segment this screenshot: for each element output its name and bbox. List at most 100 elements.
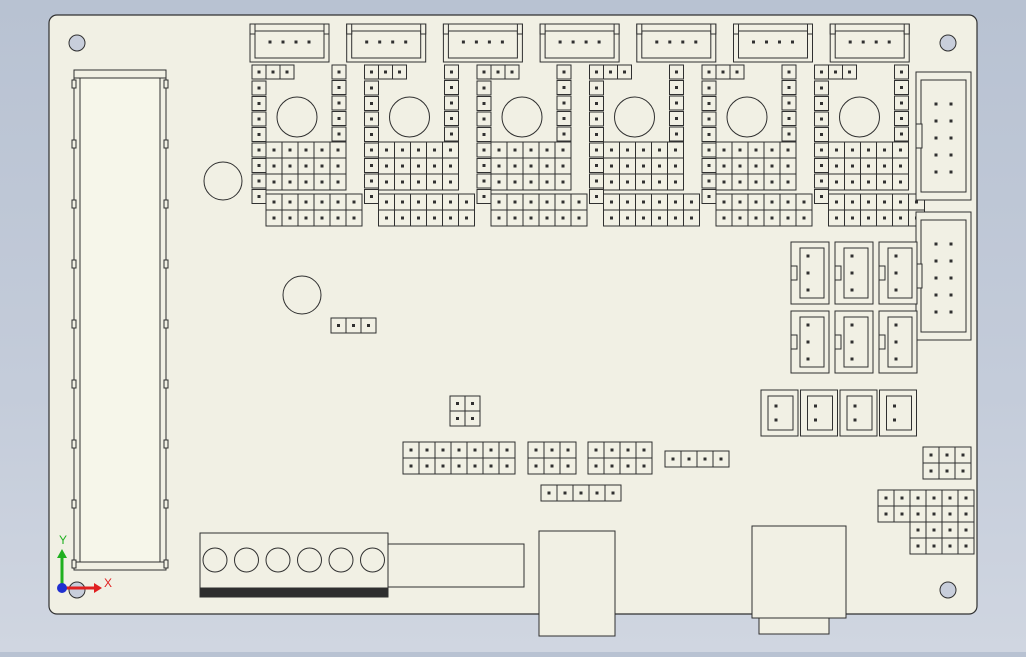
- boxed-header-pin: [949, 102, 953, 106]
- endstop-pin: [853, 418, 857, 422]
- endstop-pin: [814, 418, 817, 422]
- header-tab-left: [71, 319, 77, 329]
- side-jst-pin: [806, 357, 810, 361]
- jst-pin: [404, 40, 408, 44]
- jst-latch-right: [710, 23, 717, 35]
- jst-pin: [752, 40, 755, 44]
- terminal-screw: [202, 547, 228, 573]
- endstop-opening: [846, 395, 873, 431]
- terminal-screw: [360, 547, 385, 573]
- terminal-screw: [297, 547, 322, 573]
- side-jst-opening: [799, 247, 825, 299]
- header-tab-right: [163, 79, 169, 89]
- boxed-header-inner: [920, 79, 967, 193]
- jst-pin: [584, 40, 588, 44]
- jst-pin: [778, 40, 781, 44]
- header-tab-right: [163, 439, 169, 449]
- axis-triad: X Y: [57, 533, 112, 593]
- usb-jack-body: [538, 530, 616, 637]
- jst-pin: [655, 40, 659, 44]
- driver-potentiometer: [389, 96, 430, 138]
- side-jst-key: [878, 265, 886, 281]
- jst-pin: [571, 40, 575, 44]
- jst-opening: [254, 30, 325, 59]
- endstop-pin: [814, 404, 817, 408]
- header-tab-left: [71, 139, 77, 149]
- driver-bottom-header: [828, 193, 925, 227]
- endstop-jst: [760, 389, 799, 437]
- boxed-header-pin: [949, 259, 953, 263]
- driver-jumper-block: [603, 141, 684, 191]
- boxed-header-pin: [949, 136, 953, 140]
- stepper-driver-module: [476, 64, 588, 227]
- header-tab-left: [71, 79, 77, 89]
- terminal-screw: [328, 547, 354, 573]
- jst-latch-left: [733, 23, 739, 35]
- x-axis-label: X: [104, 576, 112, 590]
- boxed-header-pin: [949, 153, 953, 157]
- pin-header-7x2: [402, 441, 516, 475]
- pin-header-5: [540, 484, 622, 502]
- motor-jst-side: [834, 241, 874, 305]
- driver-top-pins: [589, 64, 632, 80]
- jst-top-connector: [829, 23, 910, 63]
- header-tab-left: [71, 559, 77, 569]
- side-jst-pin: [806, 323, 810, 327]
- jst-top-connector: [636, 23, 717, 63]
- side-jst-pin: [894, 288, 898, 292]
- side-jst-pin: [850, 254, 854, 258]
- jst-latch-right: [516, 23, 523, 35]
- header-tab-right: [163, 559, 169, 569]
- side-jst-pin: [894, 323, 898, 327]
- header-tab-right: [163, 499, 169, 509]
- jst-opening: [351, 30, 422, 59]
- jst-latch-right: [323, 23, 330, 35]
- jst-latch-left: [442, 23, 449, 35]
- motor-jst-side: [834, 310, 874, 374]
- pin-header-4x2: [587, 441, 653, 475]
- side-jst-pin: [806, 340, 810, 344]
- boxed-header-pin: [934, 259, 938, 263]
- driver-jumper-block: [828, 141, 909, 191]
- side-jst-key: [790, 265, 798, 281]
- header-tab-left: [71, 199, 77, 209]
- y-axis-arrowhead: [57, 549, 67, 558]
- jst-pin: [281, 40, 285, 44]
- driver-potentiometer: [276, 96, 318, 138]
- power-jack-tab: [758, 617, 830, 635]
- pin-header-3: [330, 317, 377, 334]
- boxed-header-pin: [934, 310, 938, 314]
- exp1-header: [915, 71, 972, 201]
- side-jst-pin: [850, 340, 854, 344]
- side-jst-pin: [894, 357, 898, 361]
- round-hole: [203, 161, 243, 201]
- jst-latch-left: [829, 23, 836, 35]
- jst-opening: [738, 30, 808, 59]
- boxed-header-pin: [934, 170, 938, 174]
- header-tab-right: [163, 319, 169, 329]
- side-jst-opening: [799, 316, 825, 368]
- jst-pin: [487, 40, 491, 44]
- endstop-jst: [800, 389, 838, 437]
- driver-top-pins: [701, 64, 745, 80]
- header-tab-left: [71, 379, 77, 389]
- endstop-opening: [767, 395, 794, 431]
- driver-jumper-block: [378, 141, 459, 191]
- jst-pin: [500, 40, 504, 44]
- jst-pin: [848, 40, 852, 44]
- terminal-screw: [234, 547, 259, 573]
- boxed-header-pin: [949, 276, 953, 280]
- boxed-header-pin: [934, 136, 938, 140]
- jst-pin: [887, 40, 891, 44]
- boxed-header-pin: [934, 102, 938, 106]
- y-axis-label: Y: [59, 533, 67, 547]
- mounting-hole-top-left: [68, 34, 86, 52]
- jst-pin: [268, 40, 272, 44]
- jst-top-connector: [539, 23, 620, 63]
- screw-terminal: [199, 532, 525, 598]
- side-jst-opening: [887, 247, 913, 299]
- driver-potentiometer: [501, 96, 543, 138]
- motor-jst-side: [790, 241, 830, 305]
- jst-pin: [861, 40, 865, 44]
